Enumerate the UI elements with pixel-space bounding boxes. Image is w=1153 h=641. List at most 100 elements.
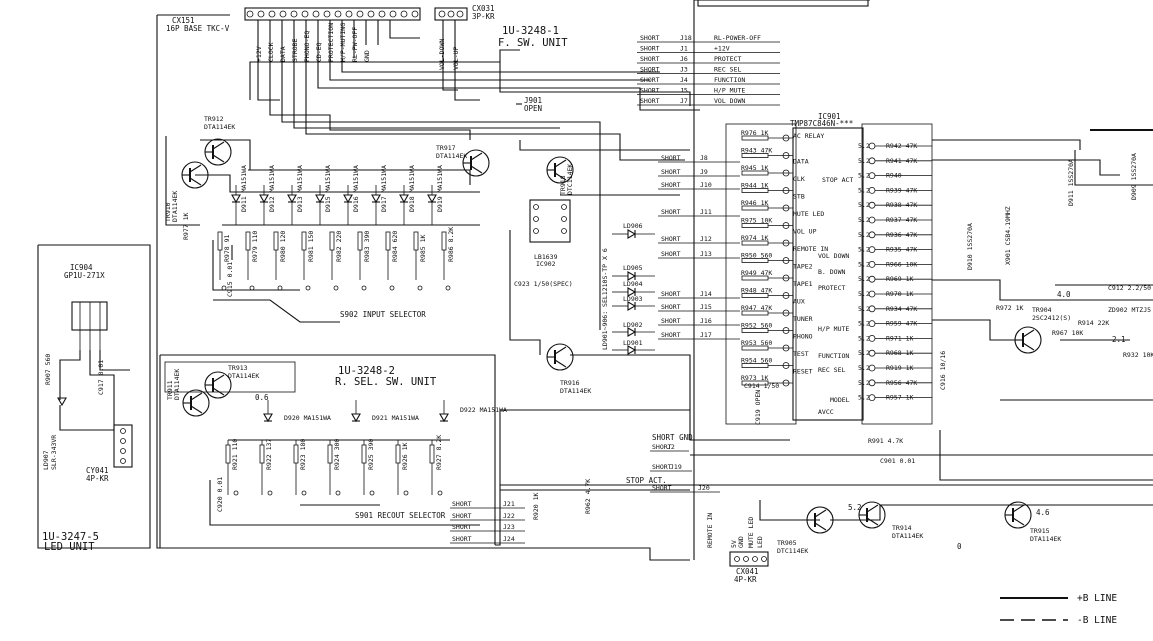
ic901-right-pin: VOL DOWN bbox=[818, 252, 849, 260]
transistor-part: DTA114EK bbox=[204, 123, 235, 131]
recout-resistor-label: R923 180 bbox=[299, 439, 307, 470]
cx151-pin bbox=[257, 10, 265, 18]
input-diode-label: D919 MA151WA bbox=[436, 165, 444, 212]
input-resistor-label: R986 8.2K bbox=[447, 227, 455, 262]
top-jumper-short: SHORT bbox=[640, 34, 660, 42]
ic901-volt: 5.2 bbox=[858, 216, 870, 224]
transistor-ref: TR912 bbox=[204, 115, 224, 123]
cx031-ref: CX031 bbox=[472, 4, 495, 13]
mid-jumper-short: SHORT bbox=[661, 250, 681, 258]
zd902-label: R932 10K bbox=[1123, 351, 1153, 359]
c920-label: C920 0.01 bbox=[216, 477, 224, 512]
input-resistor-label: R983 390 bbox=[363, 231, 371, 262]
led-unit-code: 1U-3247-5 bbox=[42, 531, 99, 543]
transistor-ref: TR917 bbox=[436, 144, 456, 152]
ic901-volt: 5.2 bbox=[858, 246, 870, 254]
mid-jumper-short: SHORT bbox=[661, 235, 681, 243]
cx151-pin-label: CLOCK bbox=[267, 42, 275, 62]
recout-resistor-label: R926 1K bbox=[401, 443, 409, 470]
ic901-part: TMP87C846N-*** bbox=[790, 119, 853, 128]
input-diode-label: D912 MA151WA bbox=[268, 165, 276, 212]
ic904-body bbox=[71, 301, 108, 331]
cx151-pin bbox=[268, 10, 276, 18]
mid-jumper-ref: J14 bbox=[700, 290, 712, 298]
ic901-right-pin: STOP ACT bbox=[822, 176, 853, 184]
bottom-jumper-ref: J24 bbox=[503, 535, 515, 543]
input-resistor-label: R982 220 bbox=[335, 231, 343, 262]
ic901-left-resistor: R952 560 bbox=[741, 322, 772, 330]
cx151-pin bbox=[356, 10, 364, 18]
ic901-left-pin: PHONO bbox=[793, 333, 813, 341]
ic901-left-pin: AC RELAY bbox=[793, 132, 824, 140]
cx151-pin bbox=[334, 10, 342, 18]
top-jumper-short: SHORT bbox=[640, 66, 660, 74]
transistor-part: DTA114EK bbox=[173, 369, 181, 400]
led-label: LD905 bbox=[623, 264, 643, 272]
transistor-ref: TR918 bbox=[559, 175, 567, 195]
legend: +B LINE -B LINE bbox=[1000, 593, 1117, 626]
c914-label: C916 10/16 bbox=[939, 351, 947, 390]
ic901-right-pin: B. DOWN bbox=[818, 268, 845, 276]
mid-jumper-ref: J13 bbox=[700, 250, 712, 258]
cx151-ref: CX151 bbox=[172, 16, 195, 25]
mid-jumper-ref: J15 bbox=[700, 303, 712, 311]
ic901-volt: 5.2 bbox=[858, 290, 870, 298]
ic901-right-pin: AVCC bbox=[818, 408, 834, 416]
transistor-ref: TR916 bbox=[560, 379, 580, 387]
ic901-left-pin: MUTE LED bbox=[793, 210, 824, 218]
ic901-volt: 5.2 bbox=[858, 157, 870, 165]
j901: J901 OPEN bbox=[516, 96, 542, 113]
cx151-desc: 16P BASE TKC-V bbox=[166, 24, 230, 33]
ic901-volt: 5.2 bbox=[858, 334, 870, 342]
bottom-jumper-short: SHORT bbox=[652, 484, 672, 492]
c901-label: R920 1K bbox=[532, 493, 540, 520]
top-jumper-signal: H/P MUTE bbox=[714, 87, 745, 95]
transistor-part: DTC114EK bbox=[777, 547, 808, 555]
ic904-ref: IC904 bbox=[70, 263, 93, 272]
c916-label: R991 4.7K bbox=[868, 437, 903, 445]
stop-act-label: STOP ACT. bbox=[626, 476, 667, 485]
cx151-pin bbox=[367, 10, 375, 18]
x901-label: C919 OPEN bbox=[754, 390, 762, 425]
top-jumper-ref: J4 bbox=[680, 76, 688, 84]
bottom-jumper-short: SHORT bbox=[452, 523, 472, 531]
bottom-jumper-ref: J21 bbox=[503, 500, 515, 508]
ic901-volt: 5.2 bbox=[858, 231, 870, 239]
zero-label: 0 bbox=[957, 542, 962, 551]
recout-resistor-label: R924 300 bbox=[333, 439, 341, 470]
led-label: LED bbox=[756, 536, 764, 548]
led-label: LD902 bbox=[623, 321, 643, 329]
d910-label: ZD902 MTZJ5 bbox=[1108, 306, 1151, 314]
ic901-volt: 5.2 bbox=[858, 275, 870, 283]
ld-led-ref: LB1639 bbox=[534, 253, 558, 261]
ic901-left-pin: VOL UP bbox=[793, 228, 817, 236]
bottom-jumper-ref: J20 bbox=[698, 484, 710, 492]
mid-jumper-short: SHORT bbox=[661, 290, 681, 298]
cx041-connector: REMOTE IN 5V GND MUTE LED LED CX041 4P-K… bbox=[706, 513, 769, 584]
cx031-pin bbox=[447, 10, 455, 18]
cx151-pin bbox=[301, 10, 309, 18]
ic901-left-resistor: R948 47K bbox=[741, 287, 772, 295]
gnd-label: GND bbox=[737, 536, 745, 548]
recout-resistor-label: R921 110 bbox=[231, 439, 239, 470]
bottom-jumper-short: SHORT bbox=[452, 535, 472, 543]
v40-label: 4.0 bbox=[1057, 290, 1071, 299]
ic902-body bbox=[529, 199, 571, 243]
cx041-body bbox=[729, 551, 769, 567]
bottom-jumper-short: SHORT bbox=[652, 463, 672, 471]
mid-jumper-ref: J11 bbox=[700, 208, 712, 216]
ic901-left-resistor: R949 47K bbox=[741, 269, 772, 277]
v46-label: 4.6 bbox=[1036, 508, 1050, 517]
cx031-desc: 3P-KR bbox=[472, 12, 495, 21]
ic901-left-pin: TEST bbox=[793, 350, 809, 358]
ic901-volt: 5.2 bbox=[858, 320, 870, 328]
mid-jumper-short: SHORT bbox=[661, 317, 681, 325]
input-resistor-label: R981 150 bbox=[307, 231, 315, 262]
mid-jumper-short: SHORT bbox=[661, 303, 681, 311]
